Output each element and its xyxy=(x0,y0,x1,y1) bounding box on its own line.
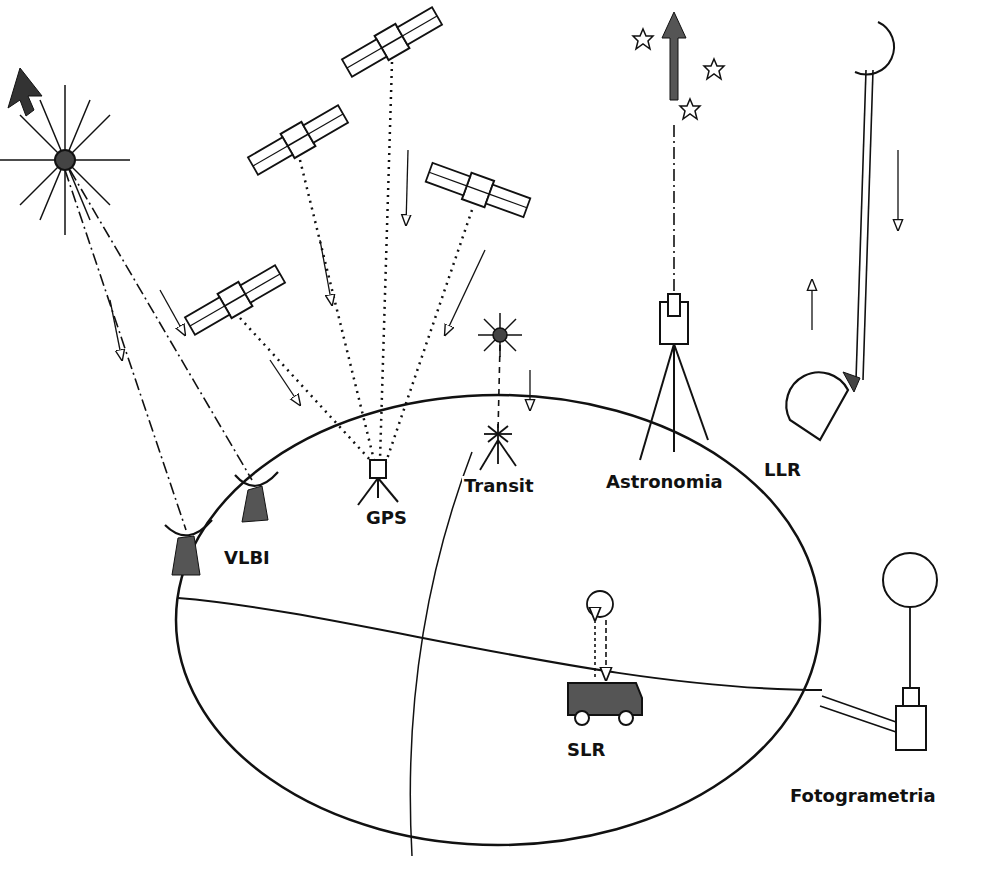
technique-label: SLR xyxy=(565,740,607,760)
technique-label: LLR xyxy=(762,460,803,480)
technique-label: GPS xyxy=(364,508,409,528)
technique-label: Transit xyxy=(462,476,536,496)
technique-label: Astronomia xyxy=(604,472,725,492)
technique-label: VLBI xyxy=(222,548,272,568)
technique-label: Fotogrametria xyxy=(788,786,938,806)
